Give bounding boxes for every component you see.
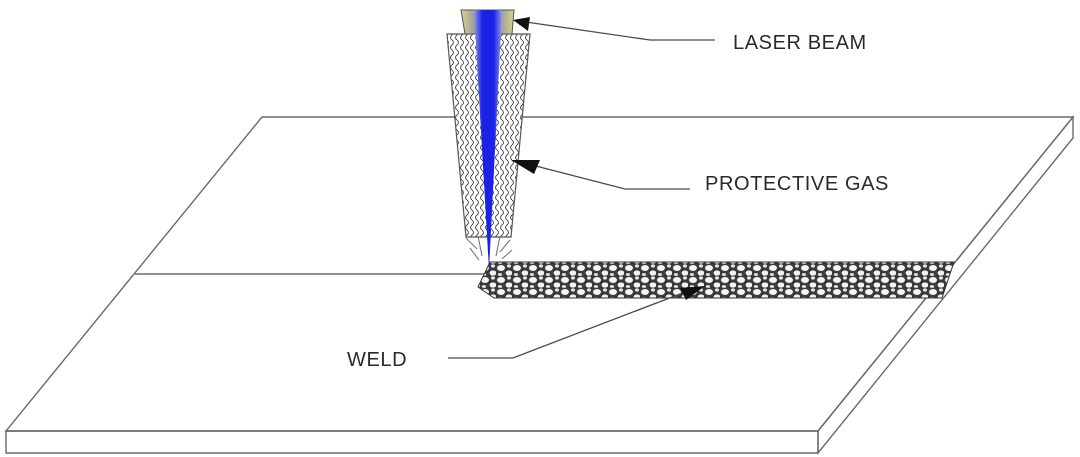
laser-beam	[474, 10, 502, 270]
label-weld: WELD	[347, 349, 407, 371]
metal-plate	[4, 115, 1075, 455]
weld-bead-body	[477, 261, 955, 299]
leader-protective-gas	[511, 160, 690, 190]
arrowhead-protective-gas	[511, 160, 540, 174]
label-protective-gas: PROTECTIVE GAS	[705, 173, 889, 195]
arrowhead-laser-beam	[513, 17, 530, 31]
weld-bead	[477, 261, 955, 299]
plate-side-face	[817, 115, 1074, 455]
label-laser-beam: LASER BEAM	[733, 32, 867, 54]
leader-weld	[448, 286, 705, 359]
plate-front-face	[5, 430, 819, 454]
spark-lines	[465, 235, 513, 261]
arrowhead-weld	[680, 286, 705, 300]
leader-laser-beam	[513, 17, 715, 41]
